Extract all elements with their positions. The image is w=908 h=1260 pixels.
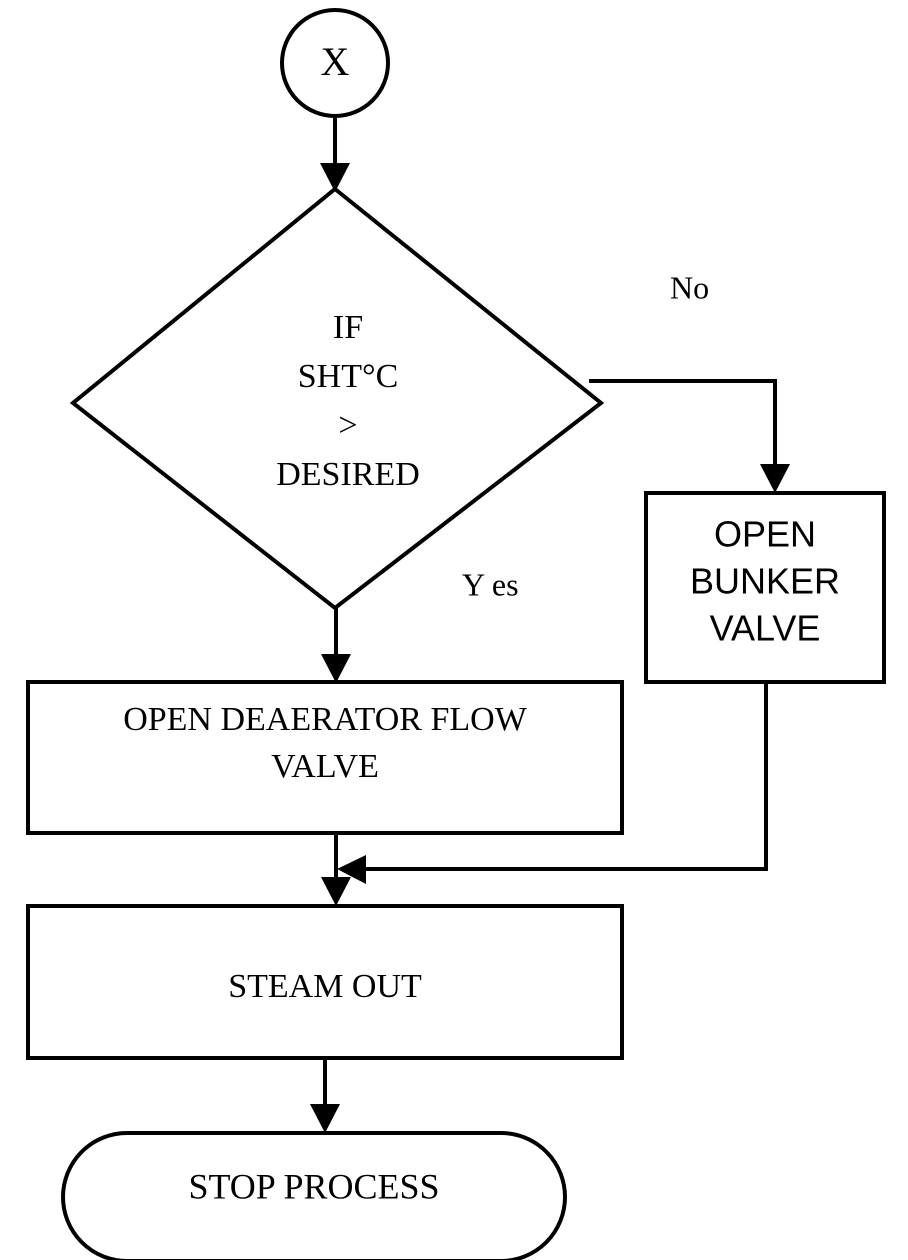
- bunker-label-line2: BUNKER: [690, 561, 840, 602]
- arrowhead-into-deaerator: [321, 654, 351, 683]
- decision-label-line3: >: [338, 407, 357, 444]
- bunker-valve-node-box[interactable]: [644, 491, 886, 684]
- arrowhead-into-steam-out: [321, 877, 351, 906]
- decision-label-line4: DESIRED: [276, 456, 420, 493]
- deaerator-node-box[interactable]: [26, 680, 624, 835]
- stop-process-node-stadium[interactable]: [61, 1131, 567, 1260]
- edge-label-no: No: [670, 269, 709, 305]
- decision-label-line2: SHT°C: [298, 358, 399, 395]
- bunker-label-line1: OPEN: [714, 514, 816, 555]
- start-node-label: X: [321, 39, 350, 84]
- deaerator-label-line2: VALVE: [271, 748, 379, 785]
- connector-no-branch: [589, 379, 777, 478]
- steam-out-label: STEAM OUT: [228, 968, 422, 1005]
- bunker-label-line3: VALVE: [710, 608, 821, 649]
- decision-node-diamond[interactable]: [69, 186, 605, 611]
- arrowhead-merge-left: [337, 855, 366, 884]
- stop-process-label: STOP PROCESS: [188, 1166, 439, 1206]
- arrowhead-into-decision: [320, 163, 350, 192]
- deaerator-label-line1: OPEN DEAERATOR FLOW: [123, 701, 528, 738]
- arrowhead-into-bunker: [760, 464, 790, 493]
- decision-label-line1: IF: [333, 309, 363, 346]
- edge-label-yes: Y es: [462, 566, 519, 602]
- arrowhead-into-stop: [310, 1104, 340, 1133]
- connector-bunker-to-merge: [352, 682, 768, 871]
